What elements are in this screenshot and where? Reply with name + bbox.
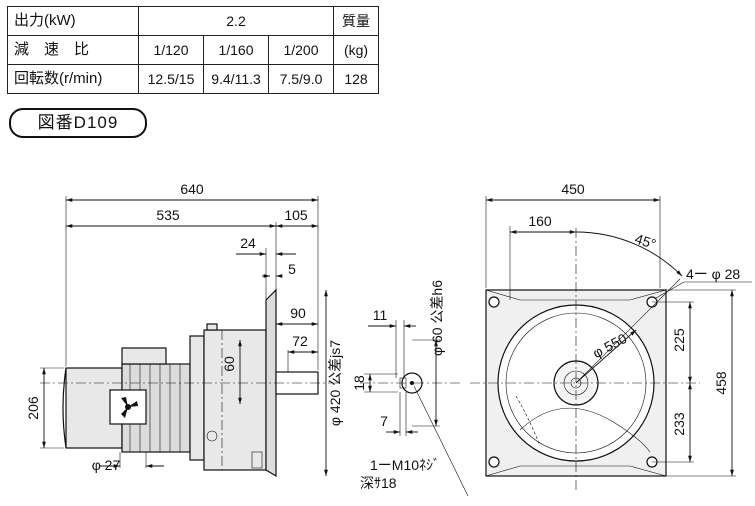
drawing-number: 図番D109 [9,108,147,138]
dim-105: 105 [284,207,308,223]
dim-key-11: 11 [373,307,388,323]
dim-key-7: 7 [380,413,388,429]
mass-header-2: (kg) [333,35,379,65]
mass-value: 128 [333,64,379,94]
dim-450: 450 [561,181,585,197]
bolt-hole-bl [488,456,500,468]
dim-640: 640 [180,181,204,197]
dim-key-18: 18 [351,375,367,391]
motor-bracket [121,347,167,365]
speed-label: 回転数(r/min) [7,64,139,94]
dim-233: 233 [671,412,687,436]
dim-cable-dia: φ 27 [92,457,121,473]
eye-bolt [206,323,218,331]
dim-90: 90 [290,305,306,321]
dim-458: 458 [713,371,729,395]
shaft-end-view: 11 18 7 φ 60 公差h6 1ーM10ﾈｼﾞ 深ｻ18 [351,280,469,497]
dim-60: 60 [221,356,237,372]
output-label: 出力(kW) [7,6,139,36]
dim-bolt-holes: 4ー φ 28 [686,266,740,282]
bolt-hole-tl [488,296,500,308]
adapter-plate [189,335,205,461]
drain-plug [206,430,218,442]
front-view: 450 160 45° 4ー φ 28 φ 550 225 233 458 [470,181,752,490]
tap-note-1: 1ーM10ﾈｼﾞ [370,457,440,473]
ratio-label: 減 速 比 [7,35,139,65]
dim-535: 535 [156,207,180,223]
dim-45: 45° [633,230,658,252]
dim-206: 206 [25,396,41,420]
dim-shaft-dia: φ 60 公差h6 [429,280,445,356]
speed-2: 9.4/11.3 [203,64,269,94]
dim-160: 160 [528,213,552,229]
dim-225: 225 [671,328,687,352]
spec-table: 出力(kW) 2.2 質量 減 速 比 1/120 1/160 1/200 (k… [7,6,379,94]
side-view: 640 535 105 24 5 90 72 60 206 φ 27 [25,181,343,478]
dim-72: 72 [292,333,308,349]
gear-housing [203,329,267,471]
fan-icon [121,397,138,418]
tap-note-2: 深ｻ18 [360,475,397,491]
dim-24: 24 [240,235,256,251]
dim-flange-dia: φ 420 公差js7 [327,340,343,426]
speed-3: 7.5/9.0 [268,64,334,94]
ratio-3: 1/200 [268,35,334,65]
speed-1: 12.5/15 [138,64,204,94]
foot-bolt [251,451,263,469]
motor-end-cap [62,367,67,449]
dim-5: 5 [288,261,296,277]
output-value: 2.2 [138,6,334,36]
